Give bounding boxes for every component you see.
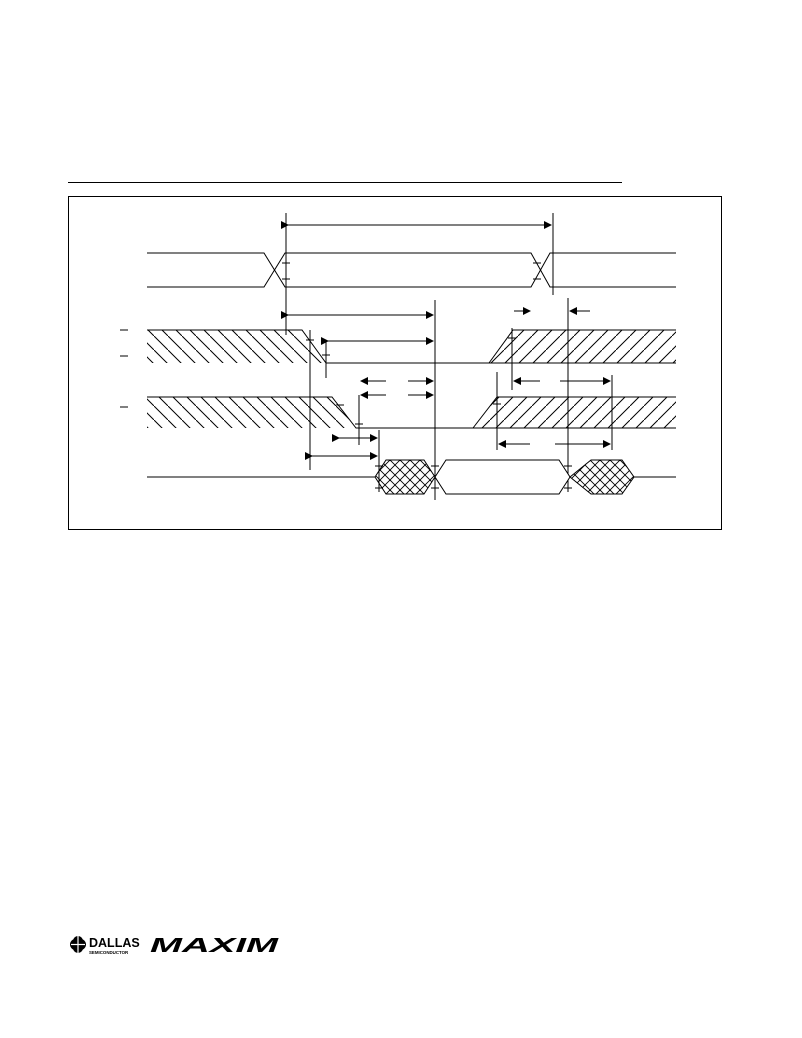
address-bus-waveform: [147, 213, 676, 335]
dallas-wordmark: DALLAS: [89, 936, 140, 950]
timing-tick-marks: [306, 337, 516, 425]
dallas-maxim-logo: DALLAS SEMICONDUCTOR MAXIM: [70, 934, 281, 957]
address-tick-marks: [282, 262, 541, 280]
timing-reference-lines: [309, 298, 613, 500]
oe-waveform: [147, 396, 676, 429]
maxim-wordmark: MAXIM: [150, 935, 280, 956]
ce-waveform: [147, 329, 676, 364]
data-out-waveform: [147, 459, 676, 495]
semiconductor-wordmark: SEMICONDUCTOR: [89, 950, 129, 955]
section-title-rule: [68, 182, 622, 183]
timing-diagram-frame: [68, 196, 722, 530]
timing-arrows: [281, 307, 611, 460]
dallas-logo-icon: DALLAS SEMICONDUCTOR MAXIM: [70, 935, 281, 957]
